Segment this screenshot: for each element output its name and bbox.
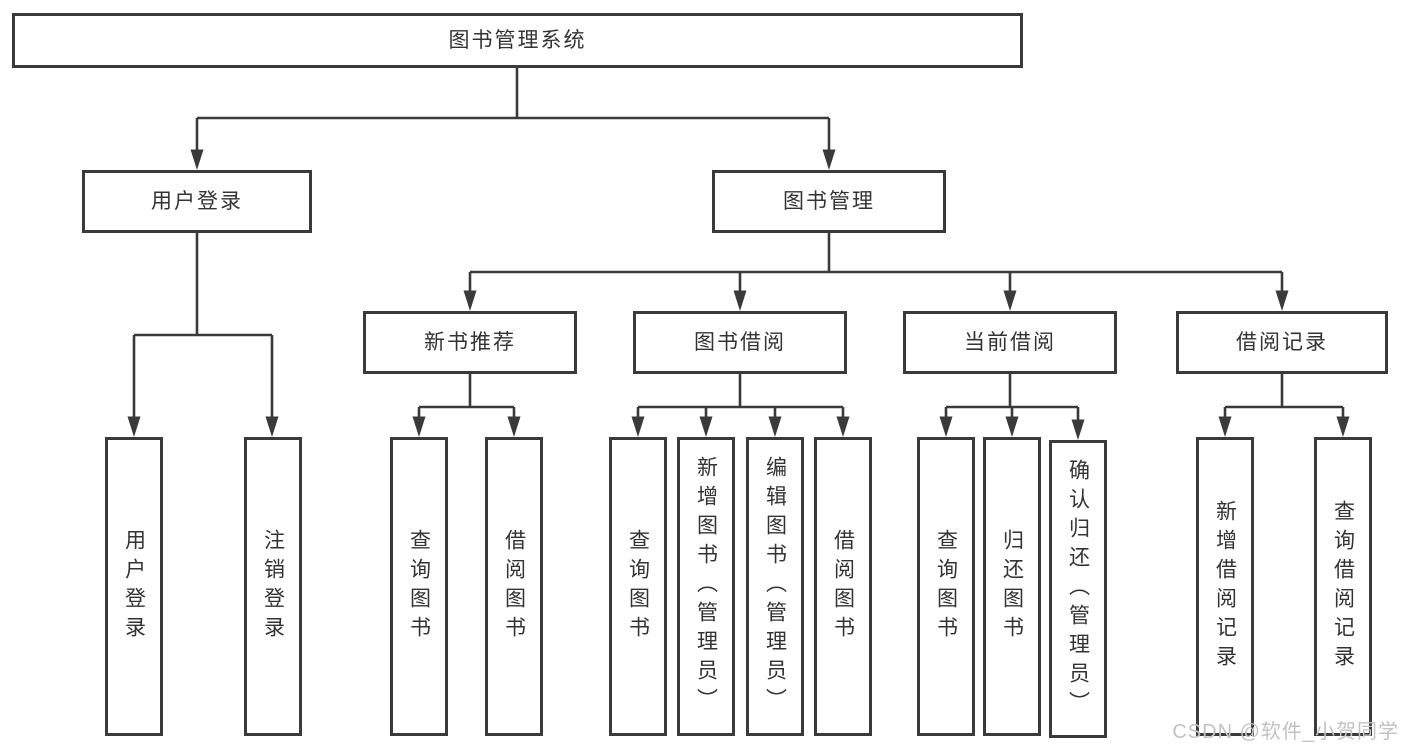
node-new-book-recommend: 新书推荐 [363,311,577,374]
leaf-logout: 注销登录 [244,437,302,736]
leaf-user-login: 用户登录 [105,437,163,736]
leaf-confirm-return-admin: 确认归还（管理员） [1049,440,1107,738]
leaf-query-books-current: 查询图书 [917,437,975,736]
node-root-system: 图书管理系统 [12,13,1023,68]
leaf-query-borrow-record: 查询借阅记录 [1314,437,1372,736]
node-borrow-record: 借阅记录 [1176,311,1388,374]
node-user-login: 用户登录 [82,170,312,233]
leaf-borrow-books-2: 借阅图书 [814,437,872,736]
leaf-add-borrow-record: 新增借阅记录 [1196,437,1254,736]
leaf-edit-book-admin: 编辑图书（管理员） [746,437,804,736]
leaf-query-books-borrow: 查询图书 [609,437,667,736]
leaf-query-books: 查询图书 [390,437,448,736]
csdn-watermark: CSDN @软件_小贺同学 [1172,721,1399,743]
node-book-management: 图书管理 [712,170,946,233]
node-current-borrow: 当前借阅 [903,311,1117,374]
node-book-borrow: 图书借阅 [633,311,847,374]
leaf-add-book-admin: 新增图书（管理员） [677,437,735,736]
leaf-return-book: 归还图书 [983,437,1041,736]
leaf-borrow-books: 借阅图书 [485,437,543,736]
